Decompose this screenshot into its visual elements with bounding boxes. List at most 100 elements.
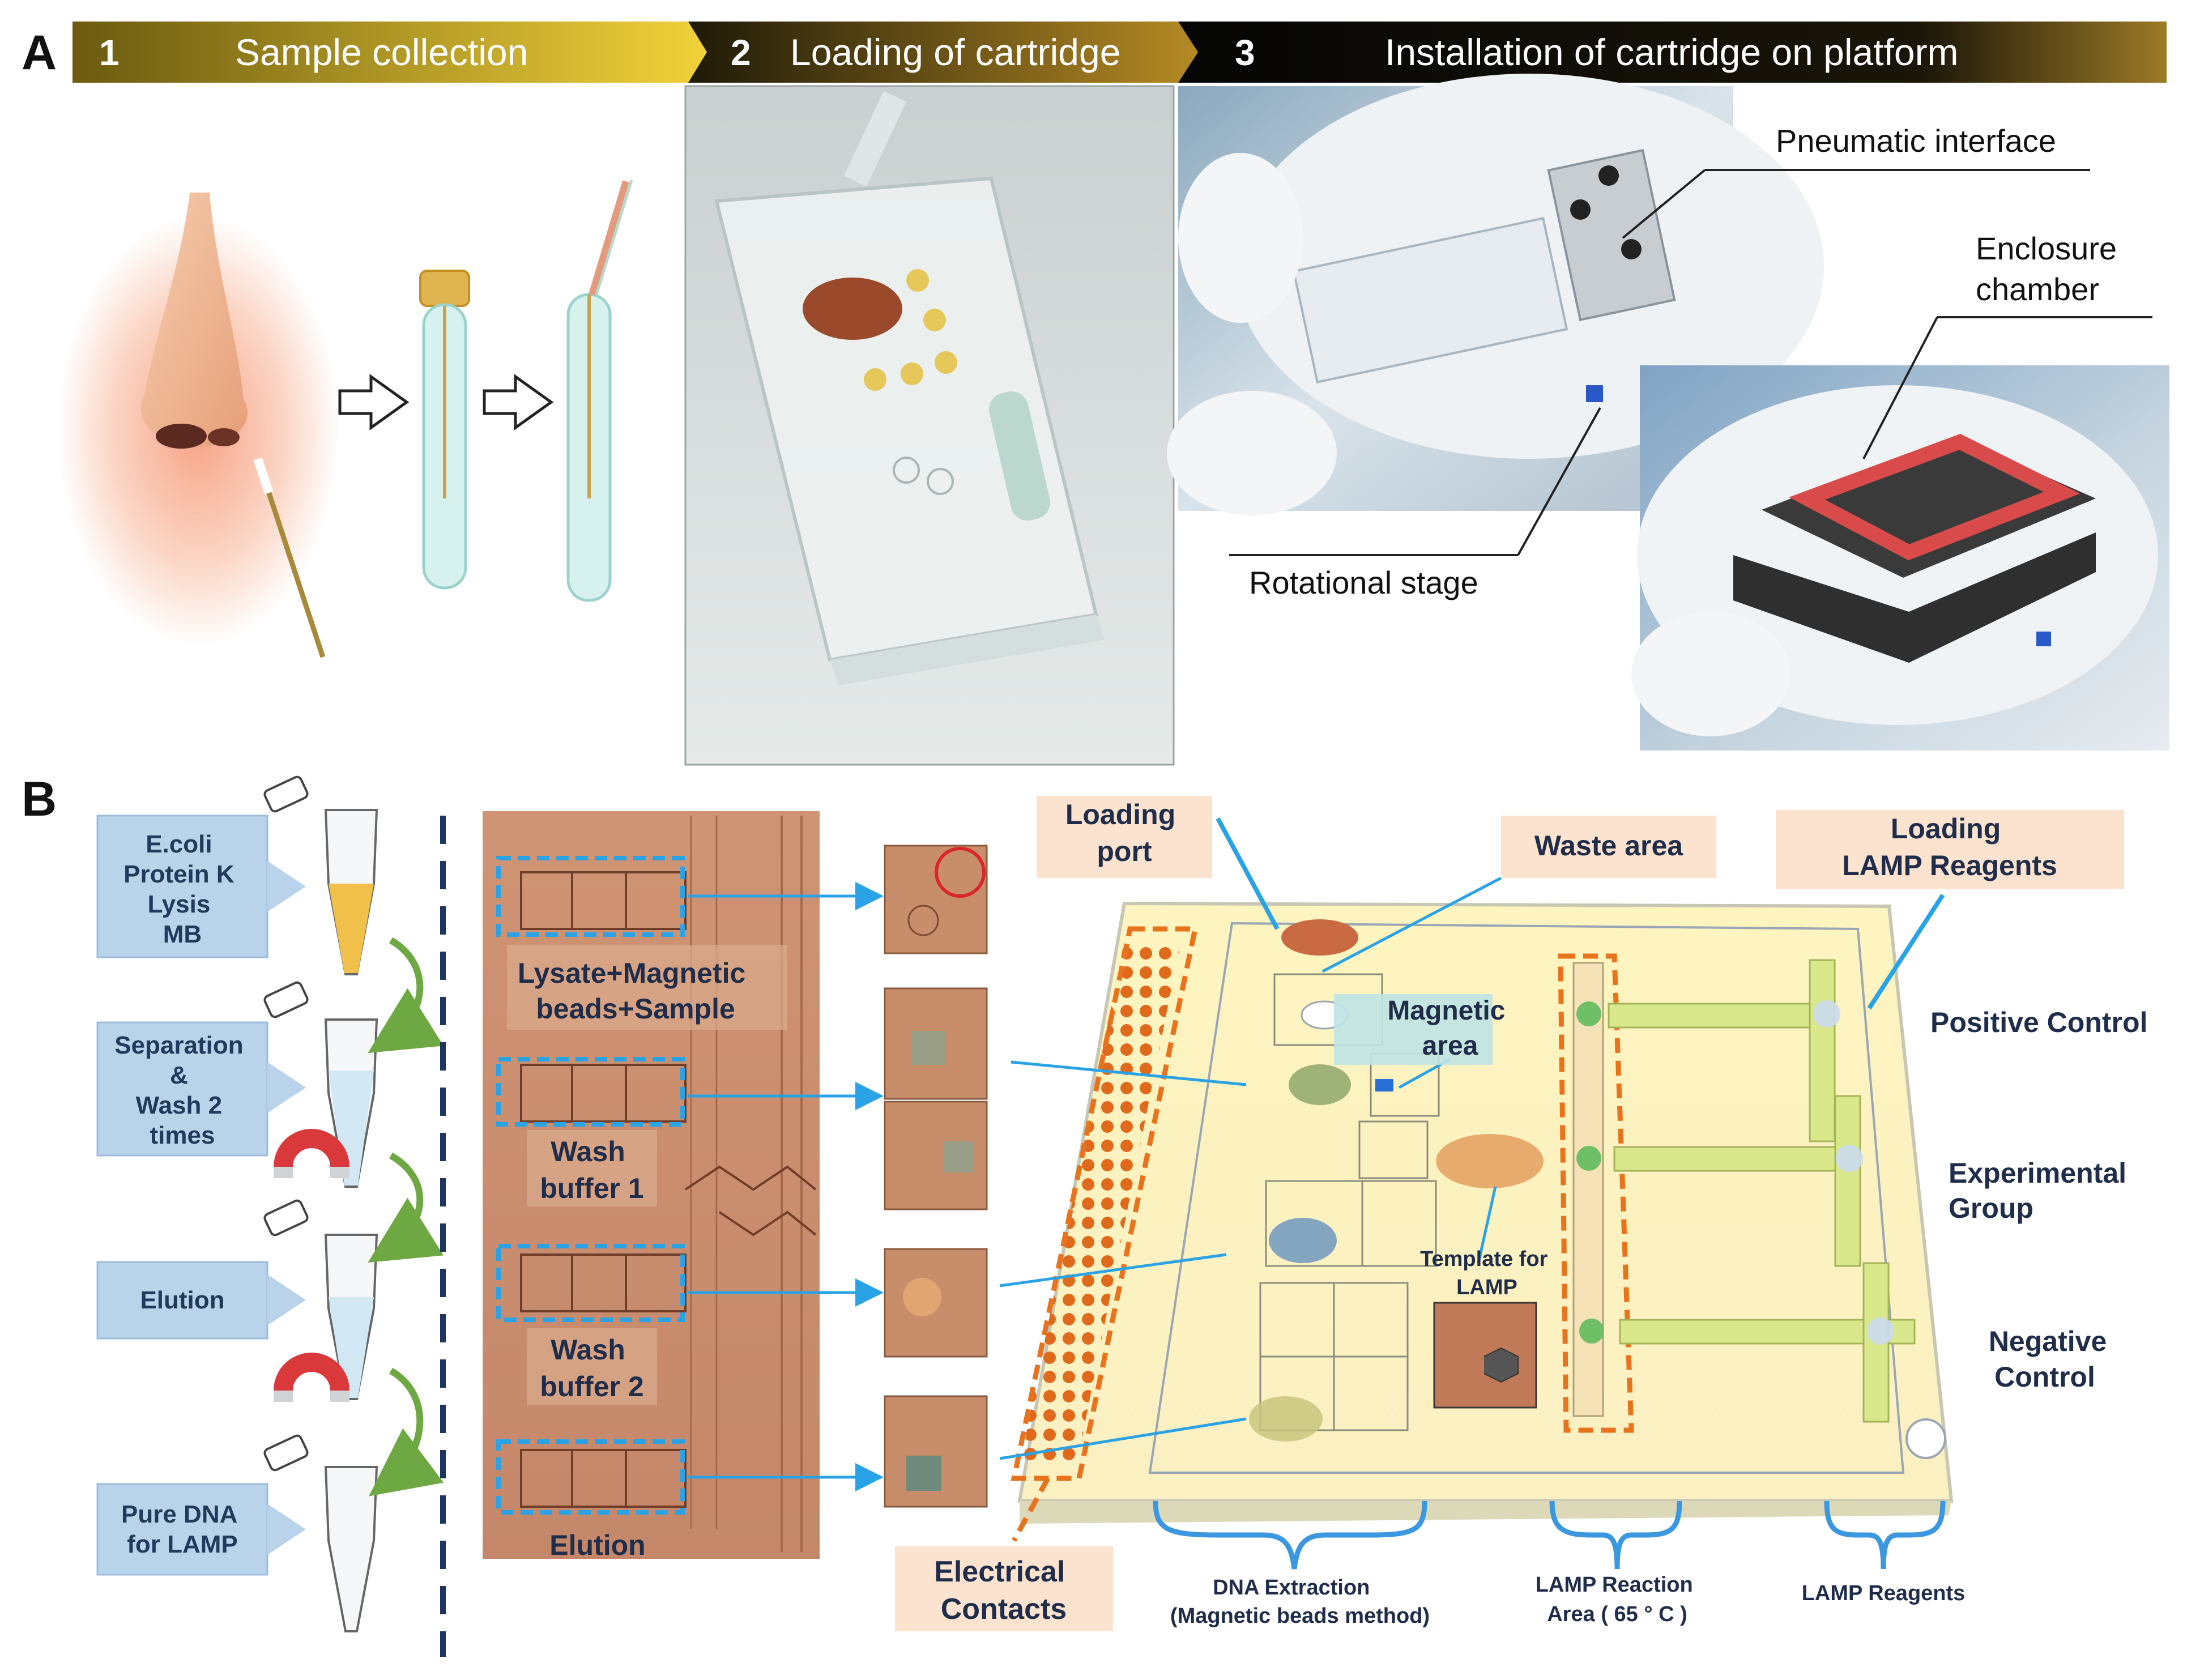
positive-control-label: Positive Control (1930, 1007, 2147, 1038)
tube-1-icon (263, 775, 378, 975)
step-3-bar (1178, 22, 2167, 83)
svg-text:Electrical Contacts: Electrical Contacts (934, 1555, 1073, 1626)
connector-elution (999, 1417, 1247, 1460)
svg-text:Separation & W: Separation & Wash 2 times (114, 1031, 250, 1149)
enclosure-photo (1631, 365, 2169, 751)
lamp-reaction-line2: Area ( 65 ° C ) (1547, 1602, 1687, 1626)
micro-label-lysate-1: Lysate+Magnetic (518, 957, 745, 989)
loading-port-line2: port (1097, 835, 1152, 867)
tube-open-swab-icon (566, 180, 633, 602)
step-box-2: Separation & Wash 2 times (96, 1021, 306, 1157)
step-banner: 1 Sample collection 2 Loading of cartrid… (73, 22, 2167, 83)
step-3-label: Installation of cartridge on platform (1385, 31, 1959, 73)
tube-workflow: E.coli Protein K Lysis MB Separation & W… (96, 775, 444, 1632)
micro-label-wash2-1: Wash (551, 1334, 625, 1366)
step-box-1-line3: Lysis (147, 890, 210, 918)
loading-port-callout: Loading port (1037, 796, 1212, 878)
panel-a-letter: A (22, 25, 57, 80)
step-box-4-line2: for LAMP (127, 1530, 238, 1558)
step-box-3: Elution (96, 1261, 306, 1340)
svg-text:Template for LAMP: Template for LAMP (1420, 1247, 1554, 1299)
step-1-label: Sample collection (235, 31, 528, 73)
loading-lamp-line1: Loading (1891, 813, 2001, 845)
tube-3-icon (263, 1199, 378, 1400)
svg-text:DNA Extraction (Magnetic b: DNA Extraction (Magnetic beads method) (1170, 1576, 1430, 1628)
selection-box-wash2 (496, 1244, 685, 1322)
selection-box-lysate (496, 856, 685, 937)
zoom-insets (688, 845, 988, 1508)
green-arrow-1 (368, 937, 444, 1054)
micrograph: Lysate+Magnetic beads+Sample Wash buffer… (483, 811, 820, 1561)
lamp-reaction-line1: LAMP Reaction (1536, 1573, 1693, 1597)
magnetic-area-callout: Magnetic area (1334, 994, 1512, 1065)
hollow-arrow-1-icon (338, 374, 410, 430)
magnet-1-icon (274, 1129, 349, 1178)
step-box-1: E.coli Protein K Lysis MB (96, 815, 306, 958)
template-line2: LAMP (1456, 1276, 1517, 1299)
connector-wash1 (1011, 1060, 1247, 1086)
lamp-chip (1011, 817, 1954, 1542)
step-box-4: Pure DNA for LAMP (96, 1483, 306, 1576)
negative-line2: Control (1994, 1361, 2095, 1393)
tube-capped-icon (419, 270, 470, 590)
svg-text:Wash buffer 1: Wash buffer 1 (540, 1136, 643, 1204)
step-box-1-line4: MB (163, 920, 202, 948)
svg-text:Magnetic area: Magnetic area (1387, 996, 1512, 1061)
selection-box-elution (496, 1439, 685, 1515)
experimental-line2: Group (1949, 1192, 2033, 1224)
experimental-line1: Experimental (1949, 1157, 2126, 1189)
step-box-1-line1: E.coli (146, 830, 212, 858)
panel-b-letter: B (22, 772, 57, 826)
svg-text:Wash buffer 2: Wash buffer 2 (540, 1334, 643, 1402)
micro-label-wash1-1: Wash (551, 1136, 625, 1167)
micro-label-wash2-2: buffer 2 (540, 1371, 643, 1402)
step-box-3-line1: Elution (140, 1286, 224, 1314)
magnetic-area-line2: area (1422, 1031, 1478, 1061)
electrical-contacts-callout: Electrical Contacts (895, 1546, 1113, 1631)
step-1-bar (73, 22, 707, 83)
electrical-line2: Contacts (941, 1593, 1067, 1626)
nose-illustration (57, 193, 340, 646)
enclosure-callout: Enclosure chamber (1862, 231, 2152, 459)
step-box-2-line2: & (170, 1061, 188, 1089)
enclosure-label-line2: chamber (1976, 271, 2099, 307)
svg-text:Experimental Group: Experimental Group (1949, 1157, 2134, 1224)
waste-area-label: Waste area (1534, 830, 1683, 862)
cartridge-photo (684, 85, 1175, 766)
hollow-arrow-2-icon (483, 374, 554, 430)
pneumatic-callout: Pneumatic interface (1622, 123, 2090, 239)
micro-label-wash1-2: buffer 1 (540, 1172, 643, 1204)
magnet-2-icon (274, 1353, 349, 1402)
swab-icon (253, 457, 326, 658)
electrical-line1: Electrical (934, 1555, 1065, 1588)
tube-4-icon (263, 1434, 378, 1632)
enclosure-label-line1: Enclosure (1976, 231, 2117, 266)
step-box-2-line1: Separation (114, 1031, 243, 1059)
svg-text:Negative Control: Negative Control (1989, 1325, 2114, 1393)
step-3-number: 3 (1235, 32, 1255, 73)
pneumatic-label: Pneumatic interface (1776, 123, 2056, 159)
selection-box-wash1 (496, 1057, 685, 1127)
step-2-number: 2 (731, 32, 751, 73)
step-box-4-line1: Pure DNA (121, 1500, 237, 1528)
green-arrow-2 (368, 1152, 444, 1263)
bottom-brackets (1153, 1500, 1946, 1570)
connector-wash2 (999, 1253, 1227, 1287)
rotational-label: Rotational stage (1249, 565, 1478, 600)
dna-extraction-line1: DNA Extraction (1213, 1576, 1370, 1600)
waste-area-callout: Waste area (1501, 816, 1716, 878)
step-1-number: 1 (99, 32, 120, 73)
svg-text:Loading LAMP Reagents: Loading LAMP Reagents (1842, 813, 2057, 881)
magnetic-area-line1: Magnetic (1387, 996, 1505, 1026)
loading-port-line1: Loading (1065, 799, 1175, 830)
green-arrow-3 (369, 1367, 444, 1496)
svg-text:Lysate+Magnetic beads+Sa: Lysate+Magnetic beads+Sample (518, 957, 753, 1025)
dna-extraction-line2: (Magnetic beads method) (1170, 1604, 1430, 1628)
step-box-2-line4: times (150, 1122, 215, 1149)
step-2-label: Loading of cartridge (790, 31, 1120, 73)
template-line1: Template for (1420, 1247, 1547, 1271)
rotational-callout: Rotational stage (1229, 407, 1601, 600)
micro-label-elution: Elution (549, 1529, 645, 1561)
micro-label-lysate-2: beads+Sample (536, 993, 735, 1025)
negative-line1: Negative (1989, 1325, 2107, 1357)
